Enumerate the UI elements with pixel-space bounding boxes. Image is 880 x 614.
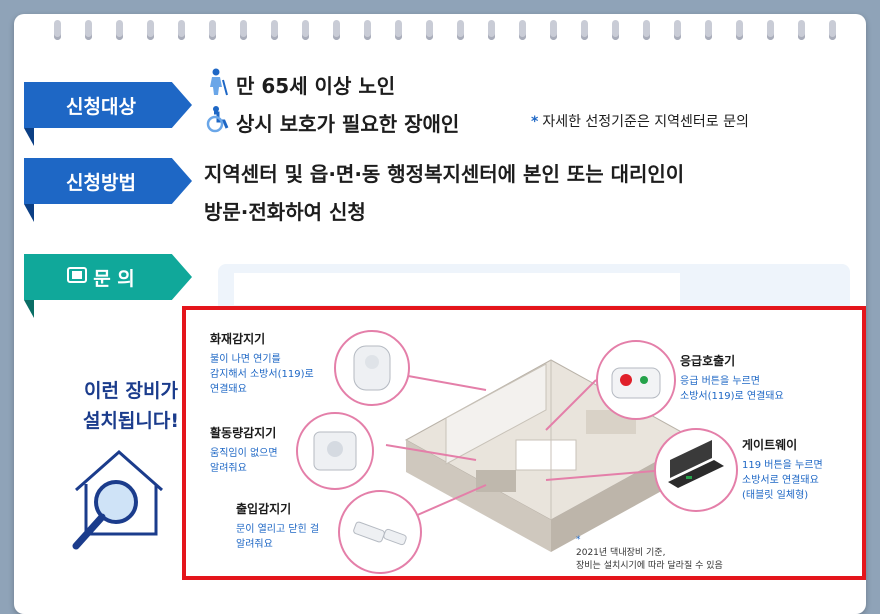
footnote-text-1: 2021년 댁내장비 기준, <box>576 548 666 558</box>
gateway-desc-2: 소방서로 연결돼요 <box>742 475 819 486</box>
binder-ring <box>581 20 588 40</box>
binder-ring <box>798 20 805 40</box>
equipment-diagram-frame: 화재감지기 불이 나면 연기를 감지해서 소방서(119)로 연결돼요 활동량감… <box>182 306 866 580</box>
equipment-title-line-2: 설치됩니다! <box>82 410 180 432</box>
binder-ring <box>333 20 340 40</box>
binder-ring <box>271 20 278 40</box>
fire-detector-label: 화재감지기 <box>210 332 266 346</box>
note-asterisk: * <box>531 114 539 130</box>
footnote: * 2021년 댁내장비 기준, 장비는 설치시기에 따라 달라질 수 있음 <box>576 534 723 573</box>
wheelchair-icon <box>204 105 232 137</box>
phone-book-icon <box>67 266 88 289</box>
emergency-desc-1: 응급 버튼을 누르면 <box>680 376 760 387</box>
emergency-caller-image <box>596 340 676 420</box>
target-line-1: 만 65세 이상 노인 <box>236 74 396 98</box>
binder-ring <box>488 20 495 40</box>
binder-ring <box>674 20 681 40</box>
binder-ring <box>767 20 774 40</box>
binder-ring <box>612 20 619 40</box>
emergency-caller-label: 응급호출기 <box>680 354 736 368</box>
ribbon-inquiry: 문 의 <box>24 254 192 300</box>
gateway-image <box>654 428 738 512</box>
gateway-desc: 119 버튼을 누르면 소방서로 연결돼요 (태블릿 일체형) <box>742 458 823 503</box>
equipment-title-line-1: 이런 장비가 <box>83 380 178 402</box>
activity-detector-image <box>296 412 374 490</box>
fire-desc-2: 감지해서 소방서(119)로 <box>210 369 314 380</box>
fire-detector-image <box>334 330 410 406</box>
binder-ring <box>147 20 154 40</box>
emergency-button-icon <box>611 367 661 399</box>
binder-ring <box>550 20 557 40</box>
binder-ring <box>395 20 402 40</box>
binder-ring <box>457 20 464 40</box>
activity-detector-label: 활동량감지기 <box>210 426 277 440</box>
binder-ring <box>240 20 247 40</box>
target-line-2: 상시 보호가 필요한 장애인 <box>236 112 460 136</box>
method-line-1: 지역센터 및 읍·면·동 행정복지센터에 본인 또는 대리인이 <box>204 162 685 186</box>
gateway-label: 게이트웨이 <box>742 438 798 452</box>
emergency-desc-2: 소방서(119)로 연결돼요 <box>680 391 784 402</box>
binder-ring <box>178 20 185 40</box>
door-detector-label: 출입감지기 <box>236 502 292 516</box>
footnote-asterisk: * <box>576 535 581 545</box>
ribbon-target-label: 신청대상 <box>66 95 136 118</box>
target-note: *자세한 선정기준은 지역센터로 문의 <box>531 111 749 131</box>
door-detector-image <box>338 490 422 574</box>
binder-ring <box>85 20 92 40</box>
binder-ring <box>426 20 433 40</box>
binder-ring <box>116 20 123 40</box>
target-note-text: 자세한 선정기준은 지역센터로 문의 <box>542 114 749 130</box>
gateway-desc-3: (태블릿 일체형) <box>742 490 809 501</box>
footnote-line-2: 장비는 설치시기에 따라 달라질 수 있음 <box>576 561 723 571</box>
elderly-icon <box>204 68 230 100</box>
ribbon-fold <box>24 204 34 222</box>
binder-ring <box>519 20 526 40</box>
activity-desc-1: 움직임이 없으면 <box>210 448 278 459</box>
ribbon-fold <box>24 300 34 318</box>
binder-ring <box>705 20 712 40</box>
ribbon-method-label: 신청방법 <box>66 171 136 194</box>
activity-desc-2: 알려줘요 <box>210 463 247 474</box>
fire-detector-desc: 불이 나면 연기를 감지해서 소방서(119)로 연결돼요 <box>210 352 314 397</box>
binder-ring <box>364 20 371 40</box>
inquiry-box <box>218 264 850 314</box>
ribbon-inquiry-label: 문 의 <box>93 267 135 290</box>
tablet-gateway-icon <box>668 440 724 488</box>
door-sensor-icon <box>353 521 407 546</box>
binder-ring <box>54 20 61 40</box>
binder-ring <box>829 20 836 40</box>
binder-ring <box>643 20 650 40</box>
ribbon-method: 신청방법 <box>24 158 192 204</box>
fire-desc-1: 불이 나면 연기를 <box>210 354 281 365</box>
binder-ring <box>302 20 309 40</box>
door-desc-1: 문이 열리고 닫힌 걸 <box>236 524 320 535</box>
method-line-2: 방문·전화하여 신청 <box>204 200 366 224</box>
smoke-detector-icon <box>353 345 391 391</box>
emergency-caller-desc: 응급 버튼을 누르면 소방서(119)로 연결돼요 <box>680 374 784 404</box>
footnote-line-1: * 2021년 댁내장비 기준, <box>576 534 723 560</box>
ribbon-fold <box>24 128 34 146</box>
fire-desc-3: 연결돼요 <box>210 384 247 395</box>
door-desc-2: 알려줘요 <box>236 539 273 550</box>
ribbon-target: 신청대상 <box>24 82 192 128</box>
binder-ring <box>209 20 216 40</box>
house-search-icon <box>64 444 174 560</box>
binder-ring <box>736 20 743 40</box>
activity-detector-desc: 움직임이 없으면 알려줘요 <box>210 446 278 476</box>
inquiry-redacted-area <box>234 273 680 305</box>
gateway-desc-1: 119 버튼을 누르면 <box>742 460 823 471</box>
equipment-title: 이런 장비가 설치됩니다! <box>56 376 206 436</box>
door-detector-desc: 문이 열리고 닫힌 걸 알려줘요 <box>236 522 319 552</box>
motion-sensor-icon <box>313 431 357 471</box>
binder-rings <box>54 20 854 42</box>
